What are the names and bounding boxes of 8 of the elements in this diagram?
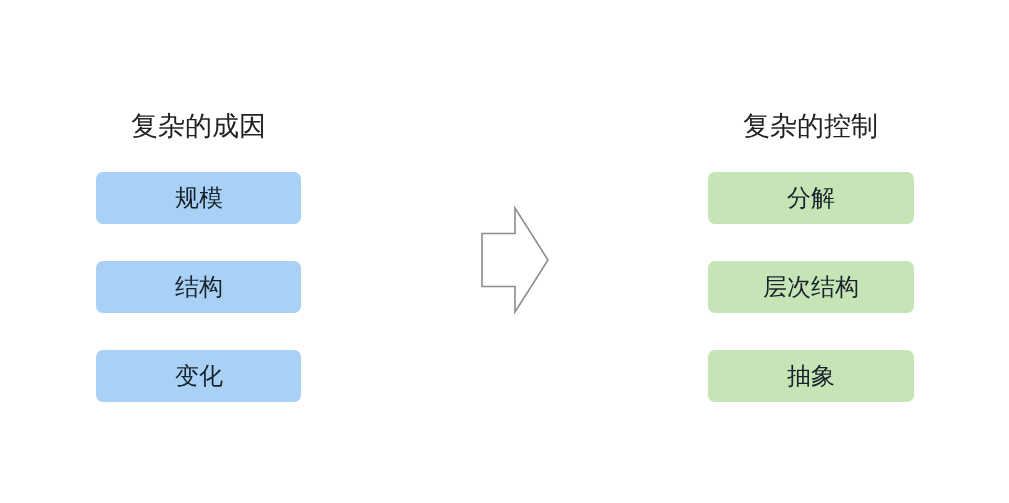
rounded-box: 结构 (96, 261, 301, 313)
rounded-box: 分解 (708, 172, 914, 224)
rounded-box: 抽象 (708, 350, 914, 402)
column-heading: 复杂的控制 (742, 109, 878, 143)
rounded-box: 规模 (96, 172, 301, 224)
rounded-box: 变化 (96, 350, 301, 402)
column-heading: 复杂的成因 (130, 109, 266, 143)
rounded-box: 层次结构 (708, 261, 914, 313)
